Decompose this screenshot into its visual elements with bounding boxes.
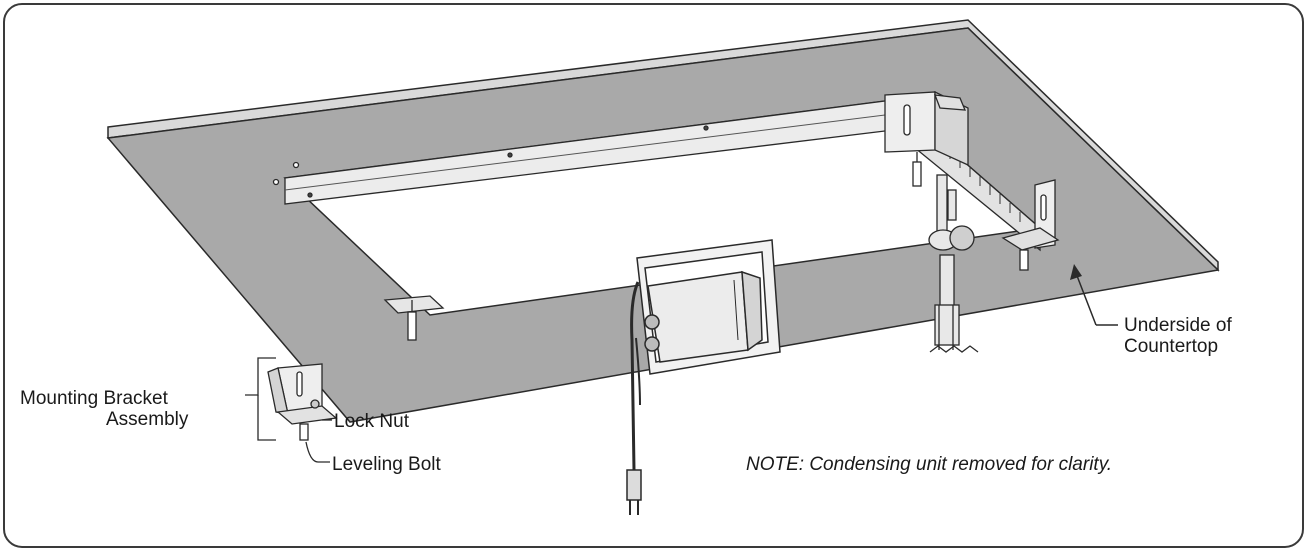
clarity-note: NOTE: Condensing unit removed for clarit… (746, 454, 1112, 475)
drain-assembly (928, 174, 979, 353)
arrow-icon (1070, 264, 1082, 280)
underside-label-group: Underside of Countertop (1070, 264, 1232, 357)
power-plug-icon (626, 469, 642, 501)
underside-label-line2: Countertop (1124, 336, 1218, 357)
bracket-label-line2: Assembly (106, 409, 189, 430)
bracket-label-line1: Mounting Bracket (20, 388, 169, 409)
bracket-detail (245, 357, 338, 463)
corner-bracket-back-right (884, 90, 969, 187)
underside-label-line1: Underside of (1124, 315, 1232, 336)
control-box (636, 239, 781, 375)
corner-bracket-front-left (383, 295, 445, 341)
control-box-body (647, 271, 749, 363)
power-cord (626, 281, 642, 515)
lock-nut-label: Lock Nut (334, 411, 410, 432)
corner-bracket-front-right (1001, 179, 1060, 271)
leveling-bolt-label: Leveling Bolt (332, 454, 442, 475)
